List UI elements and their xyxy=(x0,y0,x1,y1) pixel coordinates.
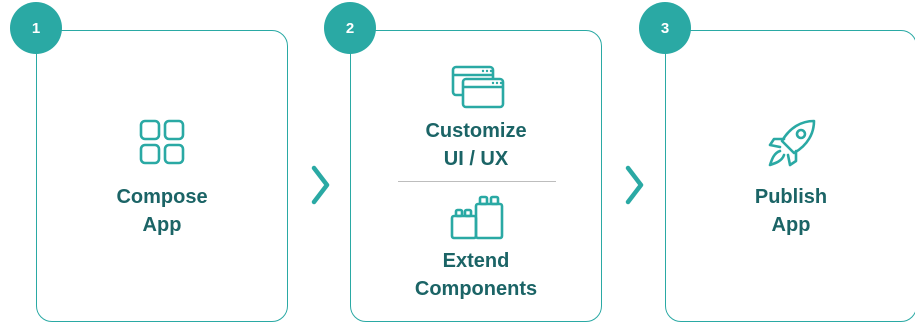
step-card-2: Customize UI / UX Extend Components xyxy=(350,30,602,322)
step-3-label-line-1: Publish xyxy=(754,186,828,208)
rocket-icon xyxy=(768,119,816,167)
step-number-badge-2: 2 xyxy=(324,2,376,54)
chevron-right-icon xyxy=(311,165,330,205)
step-card-3: Publish App xyxy=(665,30,915,322)
section-divider xyxy=(398,181,556,182)
building-blocks-icon xyxy=(450,195,504,240)
step-1-label: Compose App xyxy=(37,183,287,239)
stacked-windows-icon xyxy=(451,65,505,109)
step-1-label-line-2: App xyxy=(142,214,182,236)
step-2b-label-line-1: Extend xyxy=(442,250,510,272)
step-2a-label-line-1: Customize xyxy=(425,120,527,142)
step-2a-label-line-2: UI / UX xyxy=(443,148,509,170)
step-2b-label: Extend Components xyxy=(351,247,601,303)
step-1-label-line-1: Compose xyxy=(116,186,208,208)
grid-icon xyxy=(139,119,185,165)
chevron-right-icon xyxy=(625,165,644,205)
step-card-1: Compose App xyxy=(36,30,288,322)
step-2a-label: Customize UI / UX xyxy=(351,117,601,173)
step-2b-label-line-2: Components xyxy=(414,278,538,300)
step-3-label-line-2: App xyxy=(771,214,811,236)
step-3-label: Publish App xyxy=(666,183,915,239)
step-number-badge-3: 3 xyxy=(639,2,691,54)
step-number-badge-1: 1 xyxy=(10,2,62,54)
